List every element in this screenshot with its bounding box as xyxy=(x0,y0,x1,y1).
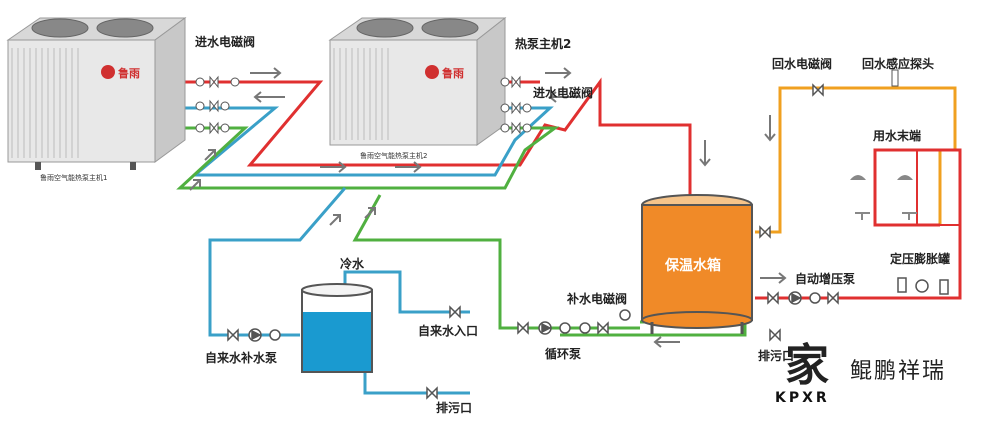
return-pipe xyxy=(755,86,957,234)
blue-supply-pipe xyxy=(208,187,347,337)
shower-icon xyxy=(850,175,913,180)
brand-badge: 鲁雨 xyxy=(442,66,464,80)
circulation-pump xyxy=(517,309,631,335)
unit1-plate: 鲁雨空气能热泵主机1 xyxy=(40,173,107,182)
company-logo: 家 KPXR 鲲鹏祥瑞 xyxy=(775,340,946,406)
end-use-label: 用水末端 xyxy=(872,128,921,143)
expansion-tank-label: 定压膨胀罐 xyxy=(890,251,950,266)
inlet-valve-1-label: 进水电磁阀 xyxy=(195,34,255,49)
logo-text: 鲲鹏祥瑞 xyxy=(850,359,946,384)
logo-abbr: KPXR xyxy=(775,390,830,406)
makeup-valve-label: 补水电磁阀 xyxy=(566,291,627,306)
unit2-plate: 鲁雨空气能热泵主机2 xyxy=(360,151,427,160)
drain-bottom-label: 排污口 xyxy=(436,400,472,415)
green-pipe xyxy=(165,126,560,190)
cold-water-label: 冷水 xyxy=(340,256,365,271)
makeup-pump xyxy=(227,328,281,342)
faucet-icon xyxy=(855,212,917,220)
unit1-valve-cluster xyxy=(195,75,240,135)
booster-pump xyxy=(767,291,839,305)
inlet-valves xyxy=(426,83,824,400)
grille-lines xyxy=(333,48,389,140)
drain-right-label: 排污口 xyxy=(758,348,794,363)
unit2-title: 热泵主机2 xyxy=(515,36,571,51)
return-valve-label: 回水电磁阀 xyxy=(772,56,832,71)
green-circ-pipe xyxy=(352,194,640,330)
tap-inlet-label: 自来水入口 xyxy=(418,323,478,338)
brand-logo-icon xyxy=(101,65,115,79)
booster-pump-label: 自动增压泵 xyxy=(795,271,855,286)
logo-glyph: 家 xyxy=(785,340,829,391)
drain-valve-right xyxy=(769,328,781,342)
heat-pump-unit-2: 鲁雨 xyxy=(328,16,507,146)
drain-pipe xyxy=(363,372,470,395)
unit2-valve-cluster xyxy=(500,75,532,135)
cold-water-tank xyxy=(301,283,373,373)
brand-logo-icon xyxy=(425,65,439,79)
storage-tank xyxy=(641,194,753,334)
circ-pump-label: 循环泵 xyxy=(545,346,581,361)
tap-makeup-pump-label: 自来水补水泵 xyxy=(205,350,277,365)
return-probe xyxy=(891,69,899,87)
brand-badge: 鲁雨 xyxy=(118,66,140,80)
flow-arrows xyxy=(189,67,787,348)
grille-lines xyxy=(11,48,79,158)
inlet-valve-2-label: 进水电磁阀 xyxy=(533,85,593,100)
heat-pump-unit-1: 鲁雨 xyxy=(6,17,187,170)
end-use-box xyxy=(874,149,961,226)
expansion-tank xyxy=(897,277,949,295)
return-probe-label: 回水感应探头 xyxy=(862,56,934,71)
storage-tank-label: 保温水箱 xyxy=(664,257,721,274)
blue-pipe xyxy=(165,106,554,177)
cold-inlet-pipe xyxy=(343,270,470,314)
